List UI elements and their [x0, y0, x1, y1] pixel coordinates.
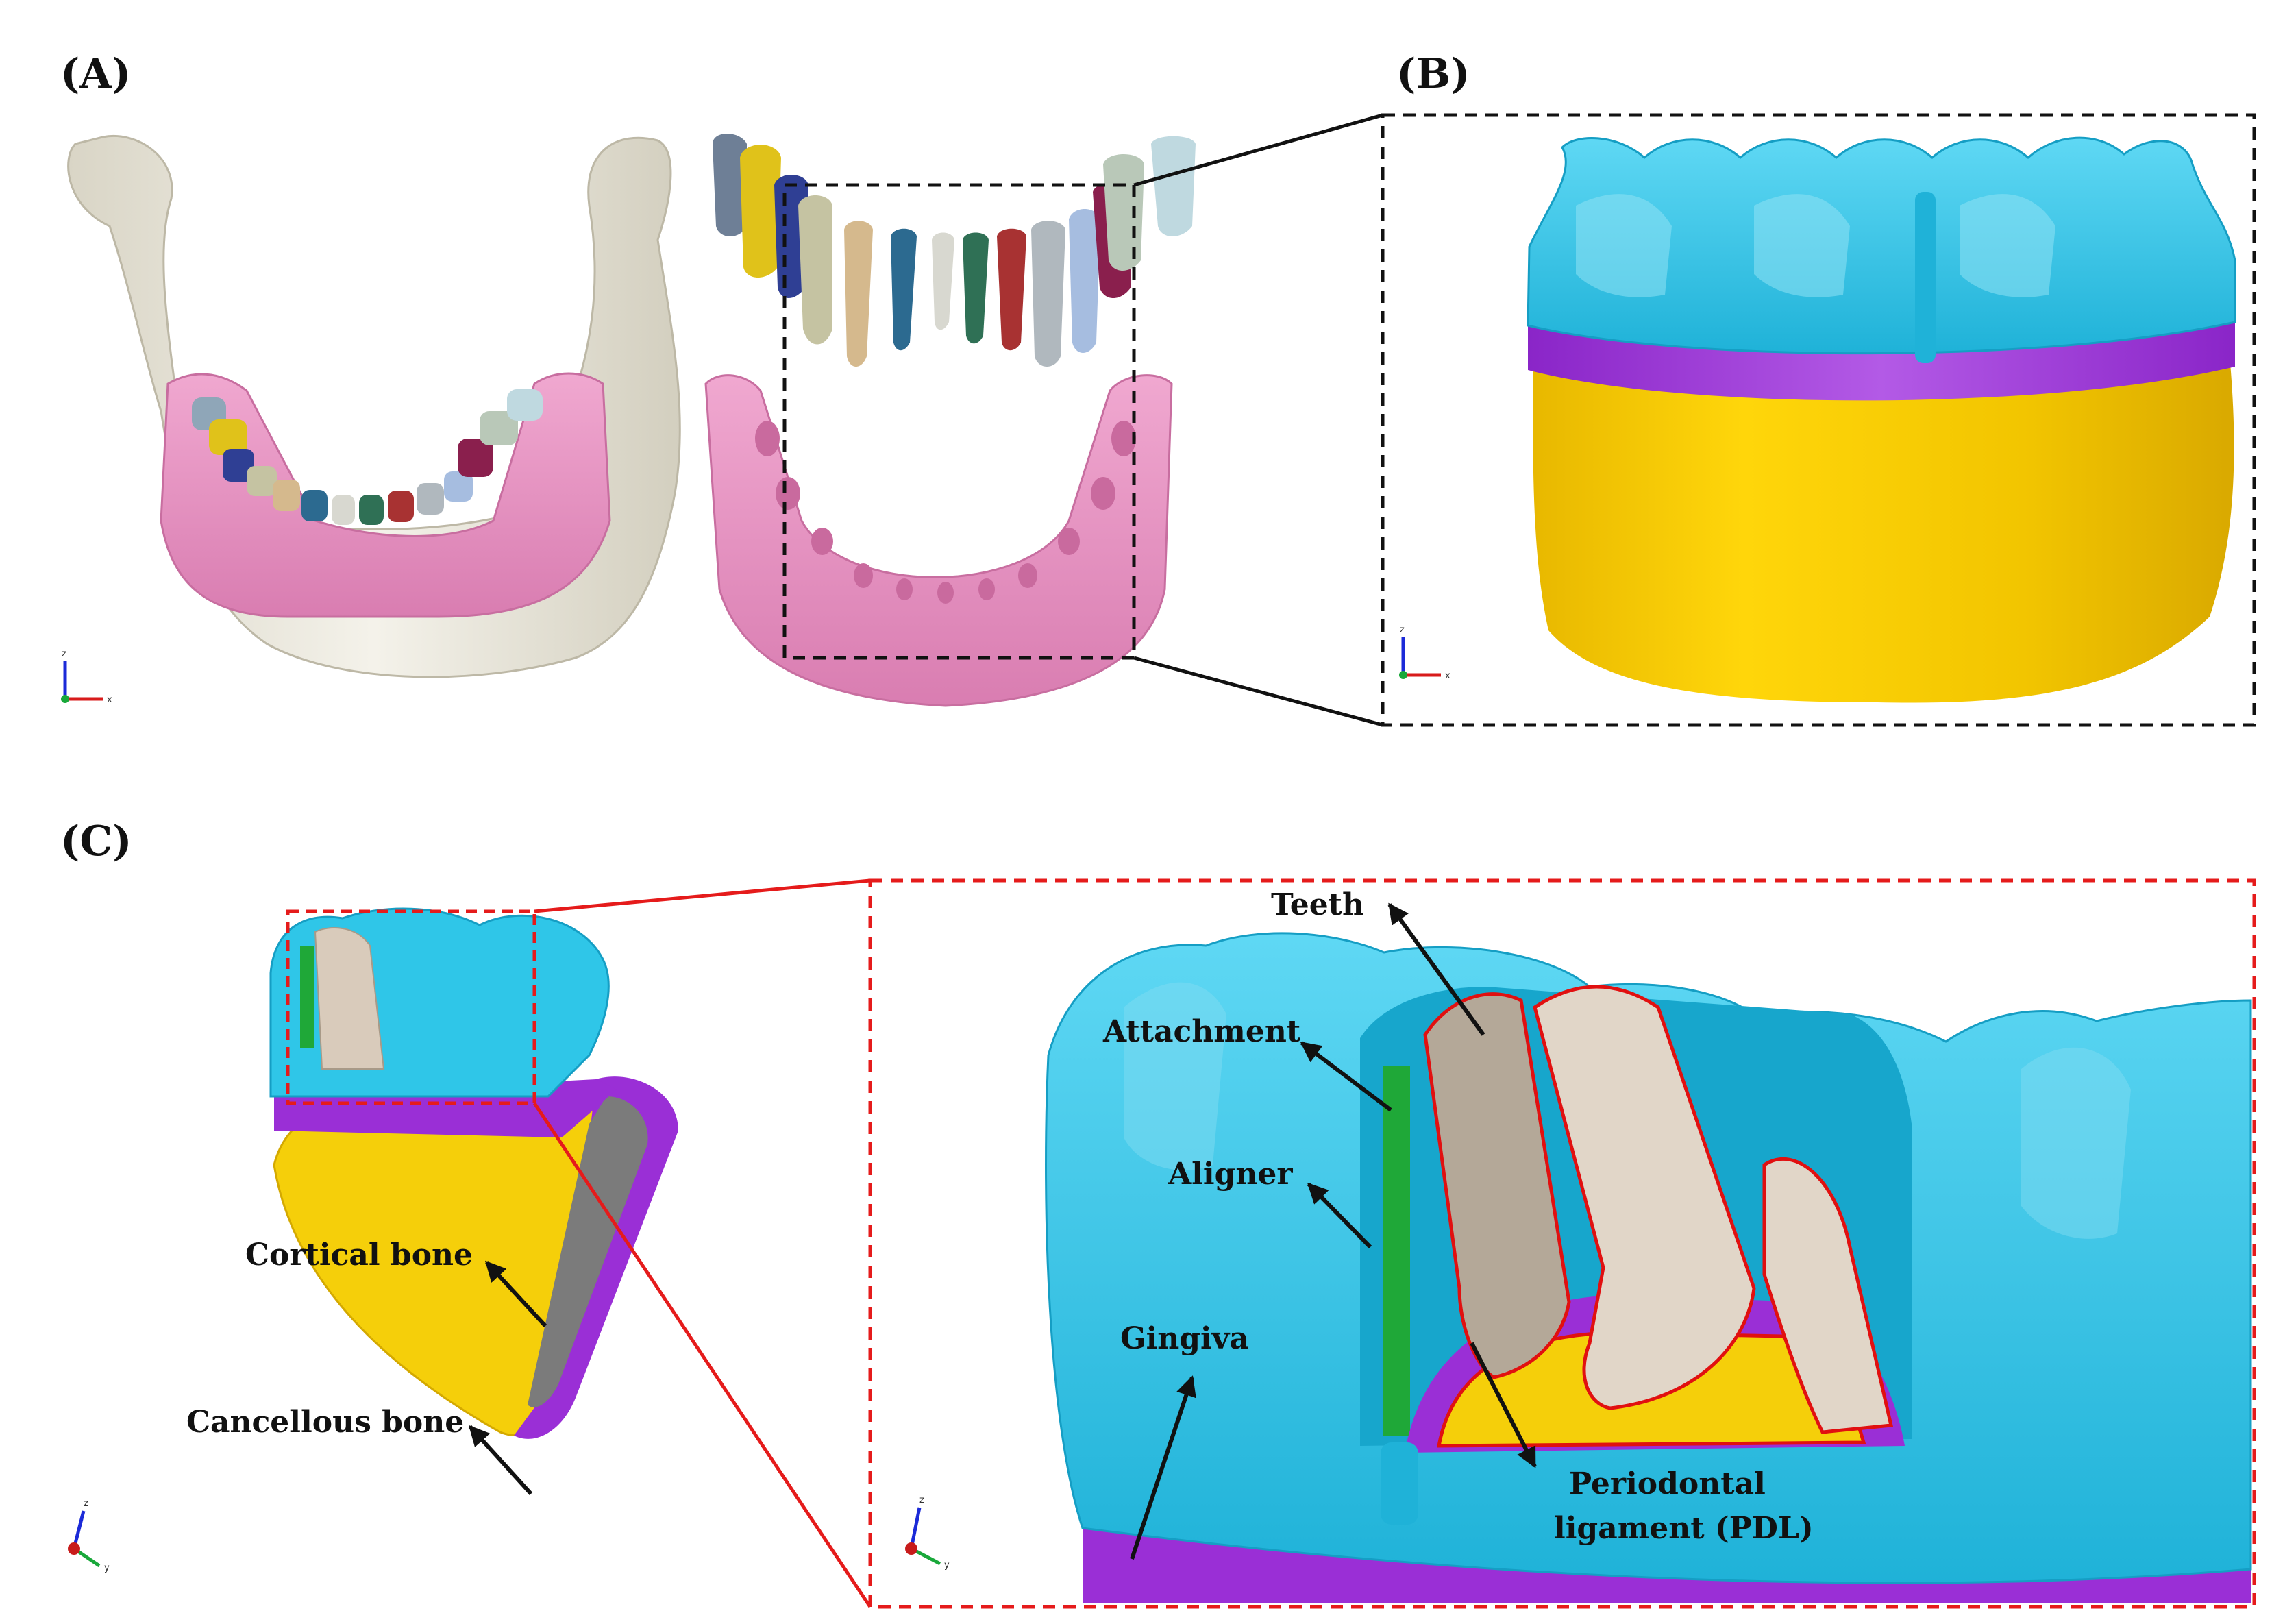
tooth-section-3	[1762, 1157, 1894, 1434]
attachment-c-right	[1383, 1066, 1410, 1436]
aligner-stem-b	[1915, 192, 1936, 363]
zoom-box-a	[782, 183, 1136, 660]
zoom-connector-c-top	[534, 878, 871, 913]
svg-text:y: y	[104, 1563, 110, 1573]
aligner-section-c	[1045, 932, 2252, 1603]
arrow-aligner	[1307, 1182, 1372, 1249]
svg-text:y: y	[944, 1560, 950, 1571]
zoom-connector-c-bottom	[532, 1102, 872, 1608]
arrow-teeth	[1387, 902, 1485, 1036]
cancellous-block-b	[1533, 363, 2234, 703]
axis-triad-a: z x	[61, 649, 112, 705]
aligner-b	[1527, 136, 2236, 355]
axis-triad-c-right: z y	[905, 1495, 950, 1571]
label-aligner: Aligner	[1168, 1157, 1293, 1192]
label-pdl-line1: Periodontal	[1569, 1466, 1766, 1501]
panel-label-c: (C)	[60, 817, 132, 865]
label-teeth: Teeth	[1271, 887, 1364, 922]
bone-block-b	[1527, 136, 2236, 703]
svg-text:z: z	[84, 1499, 88, 1509]
cancellous-core-c	[528, 1096, 648, 1407]
svg-text:x: x	[107, 695, 112, 705]
label-cortical-bone: Cortical bone	[245, 1238, 473, 1272]
zoom-box-c-small	[286, 909, 536, 1105]
arrow-cortical-bone	[484, 1260, 547, 1328]
zoom-connector-bottom	[1133, 656, 1383, 727]
tooth-section-c-left	[314, 927, 385, 1070]
label-attachment: Attachment	[1102, 1014, 1301, 1049]
cortical-band-b	[1528, 319, 2235, 401]
svg-text:x: x	[1445, 671, 1450, 681]
arrow-cancellous-bone	[468, 1425, 533, 1496]
axis-triad-c-left: z y	[68, 1499, 110, 1573]
panel-label-b: (B)	[1396, 50, 1470, 98]
panel-label-a: (A)	[60, 50, 131, 98]
label-cancellous-bone: Cancellous bone	[186, 1405, 464, 1440]
bone-block-c-left	[269, 907, 678, 1439]
svg-text:z: z	[919, 1495, 924, 1505]
label-gingiva: Gingiva	[1120, 1321, 1249, 1356]
zoom-box-b	[1381, 113, 2256, 727]
zoom-box-c-large	[868, 878, 2256, 1609]
exploded-gingiva-sockets	[755, 421, 1136, 604]
attachment-c-left	[300, 946, 314, 1048]
zoom-connector-top	[1133, 113, 1383, 187]
aligner-stem-c	[1381, 1442, 1418, 1525]
label-pdl-line2: ligament (PDL)	[1554, 1511, 1814, 1546]
tooth-section-1	[1423, 992, 1571, 1379]
mandible-model	[67, 135, 681, 678]
arrow-gingiva	[1130, 1375, 1196, 1560]
arrow-attachment	[1300, 1041, 1392, 1112]
svg-text:z: z	[62, 649, 66, 659]
exploded-teeth	[713, 134, 1196, 367]
svg-text:z: z	[1400, 625, 1405, 635]
arrow-pdl	[1470, 1342, 1537, 1468]
axis-triad-b: z x	[1399, 625, 1450, 681]
mandible-teeth-row	[192, 389, 543, 525]
tooth-section-2	[1533, 985, 1756, 1410]
